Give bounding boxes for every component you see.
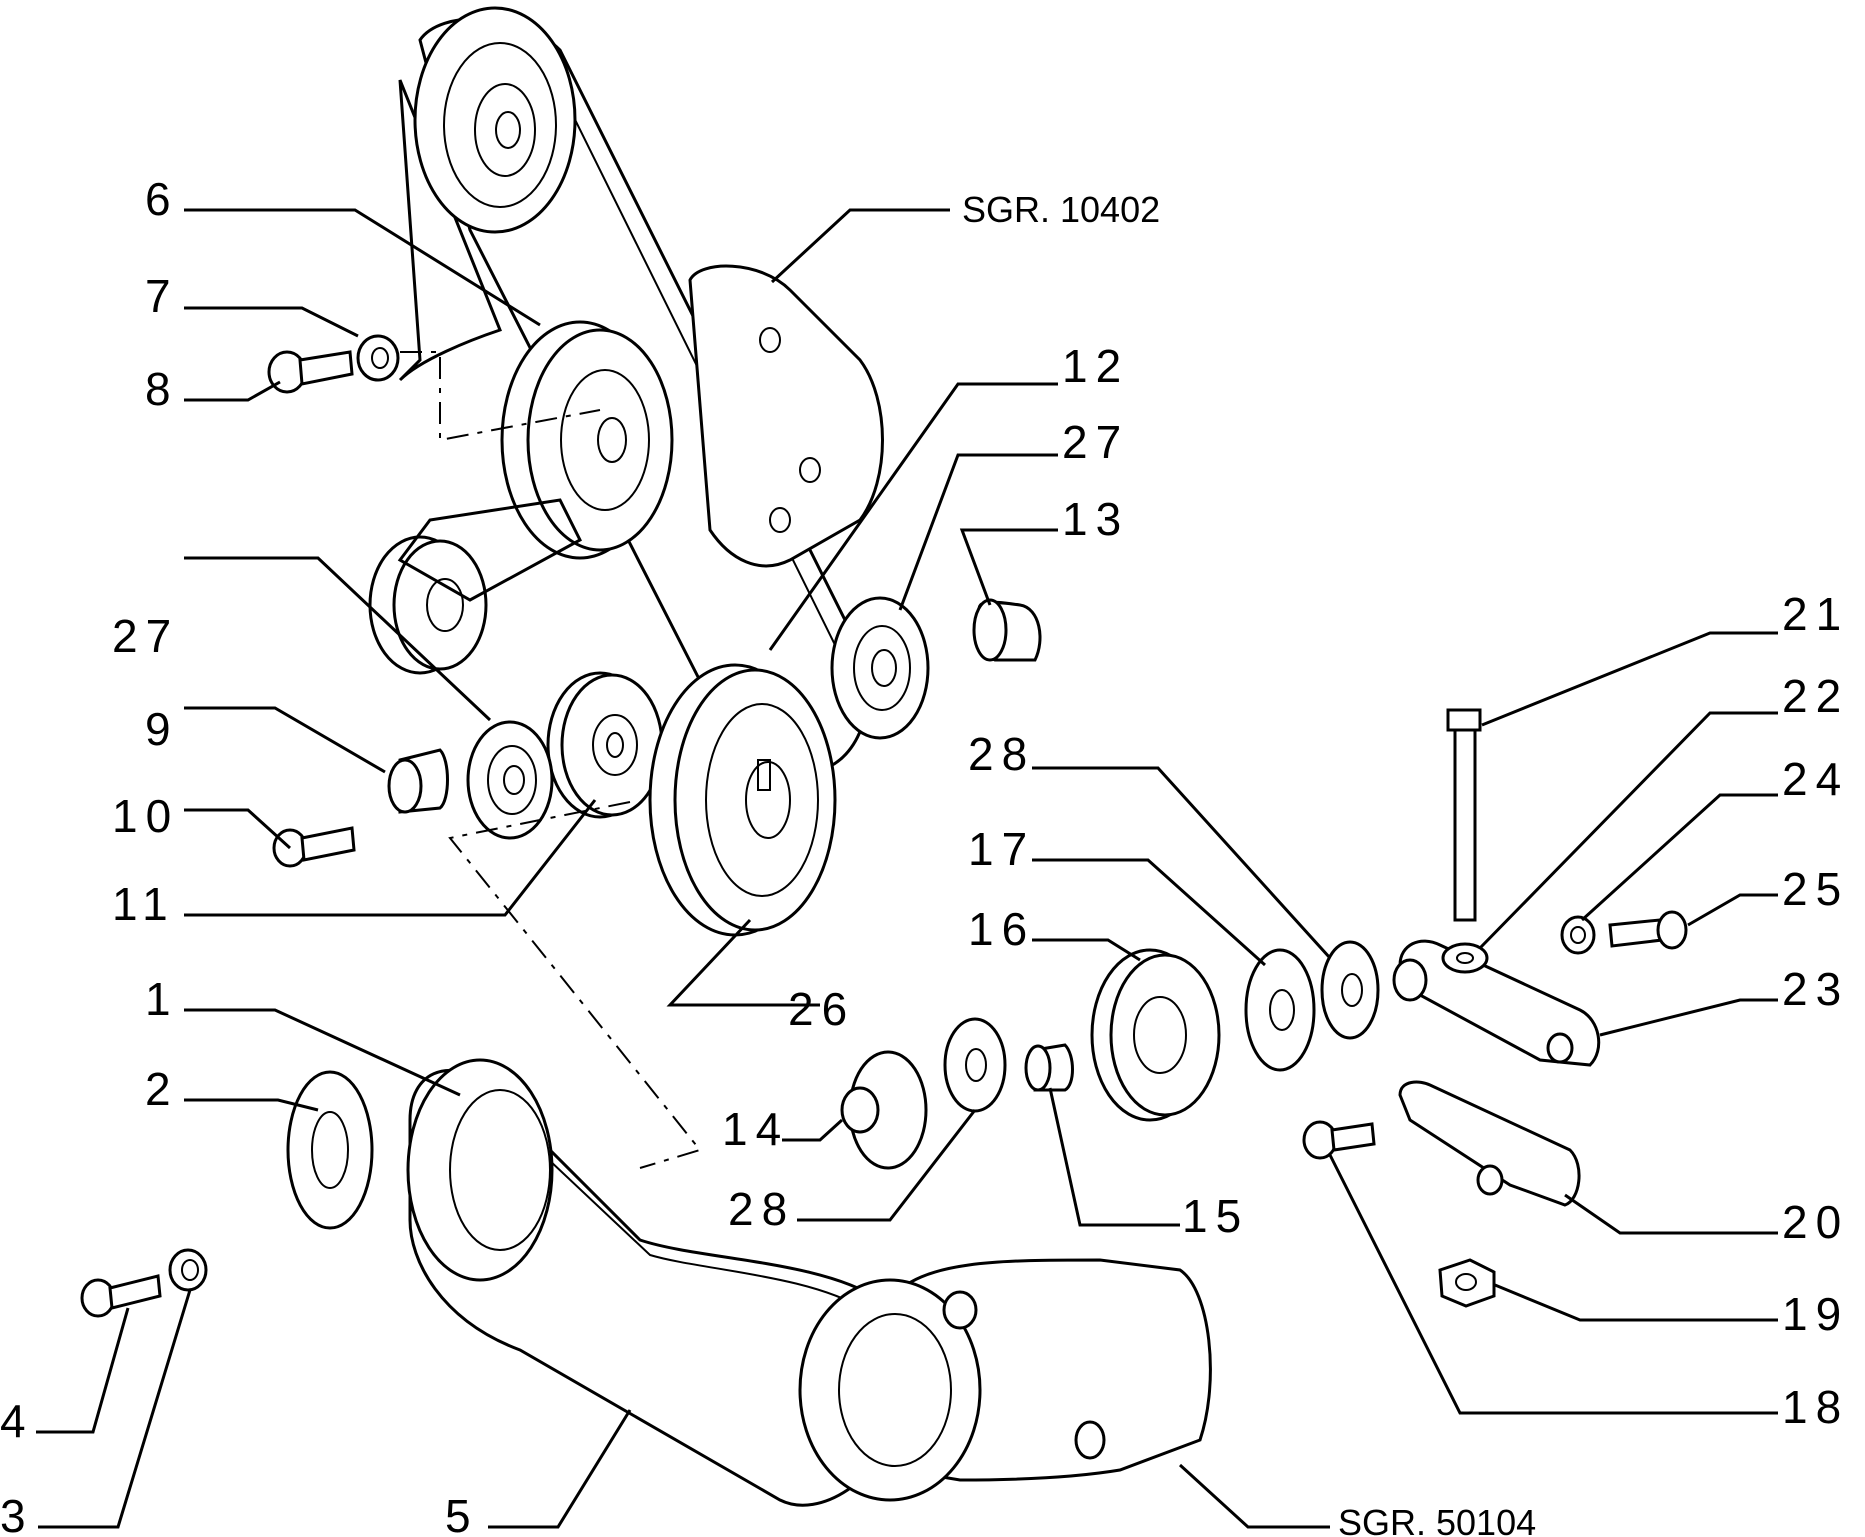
alternator-housing (688, 264, 884, 568)
callout-16: 16 (968, 903, 1035, 955)
washer-22 (1441, 942, 1489, 974)
bushing-15 (1024, 1043, 1074, 1092)
axis-line-7 (400, 351, 601, 442)
top-pulley (413, 6, 577, 234)
crankshaft-pulley-26 (648, 663, 837, 937)
callout-19: 19 (1782, 1288, 1849, 1340)
bolt-10 (272, 826, 356, 868)
callout-17: 17 (968, 823, 1035, 875)
callout-12: 12 (1062, 340, 1129, 392)
callout-11: 11 (112, 878, 176, 930)
bracket-20 (1398, 1080, 1581, 1207)
compressor-pulley-1 (406, 1058, 554, 1282)
plate-2 (286, 1070, 374, 1230)
callout-9: 9 (145, 703, 179, 755)
callout-2: 2 (145, 1063, 179, 1115)
bolt-4 (80, 1274, 162, 1318)
washer-7 (356, 334, 400, 382)
callout-21: 21 (1782, 588, 1849, 640)
callout-28-upper: 28 (968, 728, 1035, 780)
callout-10: 10 (112, 790, 179, 842)
bolt-18 (1302, 1120, 1376, 1160)
washer-28-lower (943, 1017, 1007, 1113)
callout-7: 7 (145, 270, 179, 322)
callout-13: 13 (1062, 493, 1129, 545)
callout-labels: 6 7 8 27 9 10 11 1 2 4 3 5 12 27 13 26 1… (0, 173, 1849, 1537)
callout-4: 4 (0, 1395, 34, 1447)
nut-19 (1438, 1258, 1496, 1308)
callout-24: 24 (1782, 753, 1849, 805)
spacer-9 (387, 748, 449, 814)
bolt-21 (1446, 708, 1482, 922)
pulley-14 (840, 1050, 928, 1170)
leader-lines (36, 208, 1778, 1529)
callout-22: 22 (1782, 670, 1849, 722)
callout-8: 8 (145, 363, 179, 415)
callout-27-right: 27 (1062, 416, 1129, 468)
callout-23: 23 (1782, 963, 1849, 1015)
callout-14: 14 (722, 1103, 789, 1155)
bearing-27-right (830, 596, 930, 740)
bolt-8 (267, 350, 354, 394)
reference-bottom: SGR. 50104 (1338, 1502, 1536, 1537)
reference-top: SGR. 10402 (962, 189, 1160, 230)
washer-3 (168, 1248, 208, 1292)
callout-5: 5 (445, 1490, 479, 1537)
callout-1: 1 (145, 973, 179, 1025)
axis-line-lower (448, 801, 702, 1169)
washer-28-upper (1320, 940, 1380, 1040)
compressor-body (798, 1258, 1212, 1502)
callout-27-left: 27 (112, 610, 179, 662)
tensioner-pulley-left (368, 498, 582, 675)
callout-3: 3 (0, 1490, 34, 1537)
bushing-13 (972, 598, 1042, 662)
washer-24 (1560, 915, 1596, 955)
callout-26: 26 (788, 983, 855, 1035)
callout-18: 18 (1782, 1381, 1849, 1433)
pulley-16 (1090, 948, 1221, 1122)
alternator-pulley (500, 320, 674, 560)
callout-28-lower: 28 (728, 1183, 795, 1235)
idler-pulley-11 (546, 671, 664, 819)
bearing-27-left (466, 720, 554, 840)
bracket-23 (1392, 939, 1601, 1067)
callout-20: 20 (1782, 1196, 1849, 1248)
bolt-25 (1608, 910, 1688, 950)
callout-6: 6 (145, 173, 179, 225)
washer-17 (1244, 948, 1316, 1072)
callout-25: 25 (1782, 863, 1849, 915)
callout-15: 15 (1182, 1190, 1249, 1242)
